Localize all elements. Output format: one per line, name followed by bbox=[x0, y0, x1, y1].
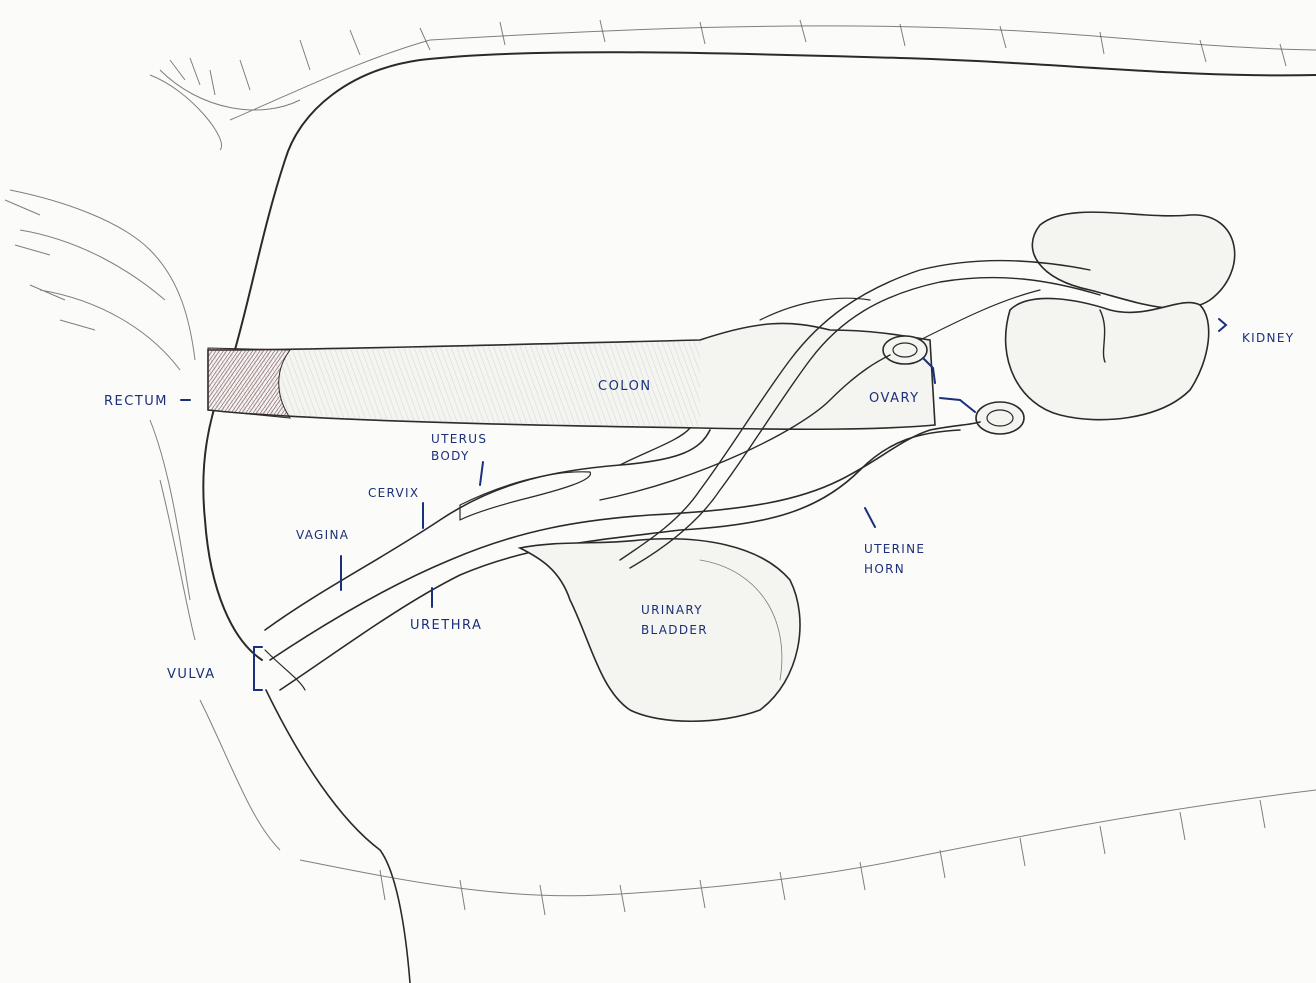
label-ovary: OVARY bbox=[869, 391, 920, 406]
label-cervix: CERVIX bbox=[368, 486, 419, 500]
kidney-bracket bbox=[1219, 319, 1226, 331]
vulva-bracket bbox=[254, 647, 262, 690]
label-rectum: RECTUM bbox=[104, 394, 168, 409]
label-uterine-horn-1: UTERINE bbox=[864, 542, 925, 556]
label-uterus-body-1: UTERUS bbox=[431, 432, 487, 446]
label-colon: COLON bbox=[598, 379, 652, 394]
label-vagina: VAGINA bbox=[296, 528, 349, 542]
label-uterus-body-2: BODY bbox=[431, 449, 470, 463]
ovary-leader-bottom bbox=[940, 398, 975, 412]
uterus-body-leader bbox=[480, 462, 483, 485]
rectum-illustration bbox=[208, 348, 290, 418]
label-urinary-bladder-1: URINARY bbox=[641, 603, 703, 617]
label-uterine-horn-2: HORN bbox=[864, 562, 905, 576]
colon-illustration bbox=[208, 298, 935, 429]
kidney-illustration bbox=[1006, 212, 1235, 420]
body-outline bbox=[5, 20, 1316, 983]
label-urinary-bladder-2: BLADDER bbox=[641, 623, 708, 637]
label-vulva: VULVA bbox=[167, 667, 216, 682]
uterine-horn-leader bbox=[865, 508, 875, 527]
label-urethra: URETHRA bbox=[410, 618, 482, 633]
label-kidney: KIDNEY bbox=[1242, 331, 1294, 345]
